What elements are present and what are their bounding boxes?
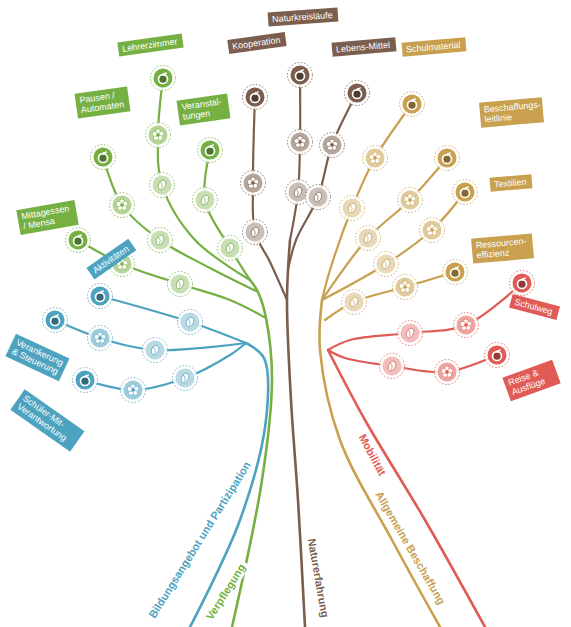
- tag-text: Mittagessen / Mensa: [21, 203, 75, 232]
- branch-tag: Lebens-Mittel: [331, 37, 396, 57]
- flower-icon: [146, 123, 171, 148]
- apple-icon: [510, 271, 535, 296]
- category-label: Verpflegung: [202, 559, 250, 625]
- seed-icon: [380, 354, 405, 379]
- branch-tag: Ressourcen- effizienz: [471, 233, 534, 263]
- branch-line: [322, 158, 447, 300]
- tag-text: Beschaffungs- leitlinie: [483, 100, 540, 125]
- branch-line: [204, 150, 250, 280]
- apple-icon: [88, 284, 113, 309]
- branch-line: [253, 97, 287, 300]
- seed-icon: [342, 290, 367, 315]
- seed-icon: [168, 272, 193, 297]
- trunk-line: [287, 240, 305, 627]
- flower-icon: [435, 360, 460, 385]
- branch-tag: Mittagessen / Mensa: [16, 200, 78, 235]
- branch-line: [100, 296, 246, 343]
- tag-text: Kooperation: [232, 35, 283, 52]
- seed-icon: [340, 196, 365, 221]
- apple-icon: [345, 81, 370, 106]
- seed-icon: [398, 321, 423, 346]
- branch-tag: Schulweg: [509, 294, 560, 321]
- tag-text: Verankerung & Steuerung: [10, 337, 65, 377]
- seed-icon: [218, 236, 243, 261]
- tag-text: Ressourcen- effizienz: [475, 236, 530, 261]
- tag-text: Pausen / Automaten: [79, 89, 126, 116]
- branch-tag: Veranstal- tungen: [177, 94, 231, 126]
- flower-icon: [241, 171, 266, 196]
- branch-line: [325, 272, 455, 320]
- branch-lines: [55, 75, 522, 390]
- tag-text: Textilien: [494, 177, 529, 190]
- category-label: Allgemeine Beschaffung: [371, 487, 450, 610]
- tag-text: Lehrerzimmer: [122, 36, 180, 54]
- branch-line: [290, 75, 300, 240]
- branch-tag: Schüler-Mit- Verantwortung: [11, 389, 85, 451]
- tag-text: Veranstal- tungen: [181, 96, 226, 122]
- flower-icon: [393, 275, 418, 300]
- branch-tag: Beschaffungs- leitlinie: [479, 97, 544, 127]
- category-label: Naturerfahrung: [304, 534, 332, 621]
- branch-tag: Verankerung & Steuerung: [6, 334, 70, 381]
- trunk-line: [328, 350, 485, 627]
- seed-icon: [148, 228, 173, 253]
- flower-icon: [121, 378, 146, 403]
- tag-text: Naturkreisläufe: [272, 10, 335, 25]
- apple-icon: [243, 85, 268, 110]
- flower-icon: [420, 218, 445, 243]
- branch-tag: Textilien: [489, 174, 532, 192]
- apple-icon: [73, 368, 98, 393]
- tag-text: Schulweg: [513, 297, 555, 318]
- seed-icon: [356, 226, 381, 251]
- apple-icon: [151, 66, 176, 91]
- icons: [43, 63, 535, 403]
- branch-line: [328, 350, 497, 372]
- apple-icon: [453, 180, 478, 205]
- seed-icon: [143, 338, 168, 363]
- branch-tag: Schulmaterial: [401, 37, 466, 57]
- apple-icon: [43, 308, 68, 333]
- branch-line: [328, 283, 522, 350]
- flower-icon: [320, 133, 345, 158]
- tag-text: Lebens-Mittel: [336, 40, 393, 55]
- branch-tag: Lehrerzimmer: [117, 34, 183, 57]
- seed-icon: [243, 220, 268, 245]
- apple-icon: [400, 92, 425, 117]
- apple-icon: [66, 228, 91, 253]
- branch-tag: Pausen / Automaten: [75, 86, 131, 118]
- seed-icon: [193, 188, 218, 213]
- tag-text: Schulmaterial: [406, 40, 463, 55]
- apple-icon: [91, 145, 116, 170]
- flower-icon: [363, 146, 388, 171]
- seed-icon: [173, 366, 198, 391]
- flower-icon: [288, 130, 313, 155]
- seed-icon: [150, 173, 175, 198]
- flower-icon: [88, 326, 113, 351]
- apple-icon: [443, 260, 468, 285]
- tag-text: Reise & Ausflüge: [507, 363, 556, 398]
- seed-icon: [374, 252, 399, 277]
- tag-text: Schüler-Mit- Verantwortung: [15, 393, 80, 447]
- apple-icon: [198, 138, 223, 163]
- flower-icon: [398, 188, 423, 213]
- trunk-lines: [190, 240, 485, 627]
- branch-tag: Reise & Ausflüge: [502, 360, 560, 401]
- apple-icon: [288, 63, 313, 88]
- apple-icon: [435, 146, 460, 171]
- seed-icon: [178, 310, 203, 335]
- seed-icon: [306, 185, 331, 210]
- branch-tag: Naturkreisläufe: [268, 8, 339, 27]
- branch-tag: Kooperation: [227, 32, 286, 54]
- branch-line: [322, 192, 465, 300]
- flower-icon: [110, 193, 135, 218]
- apple-icon: [485, 343, 510, 368]
- flower-icon: [454, 313, 479, 338]
